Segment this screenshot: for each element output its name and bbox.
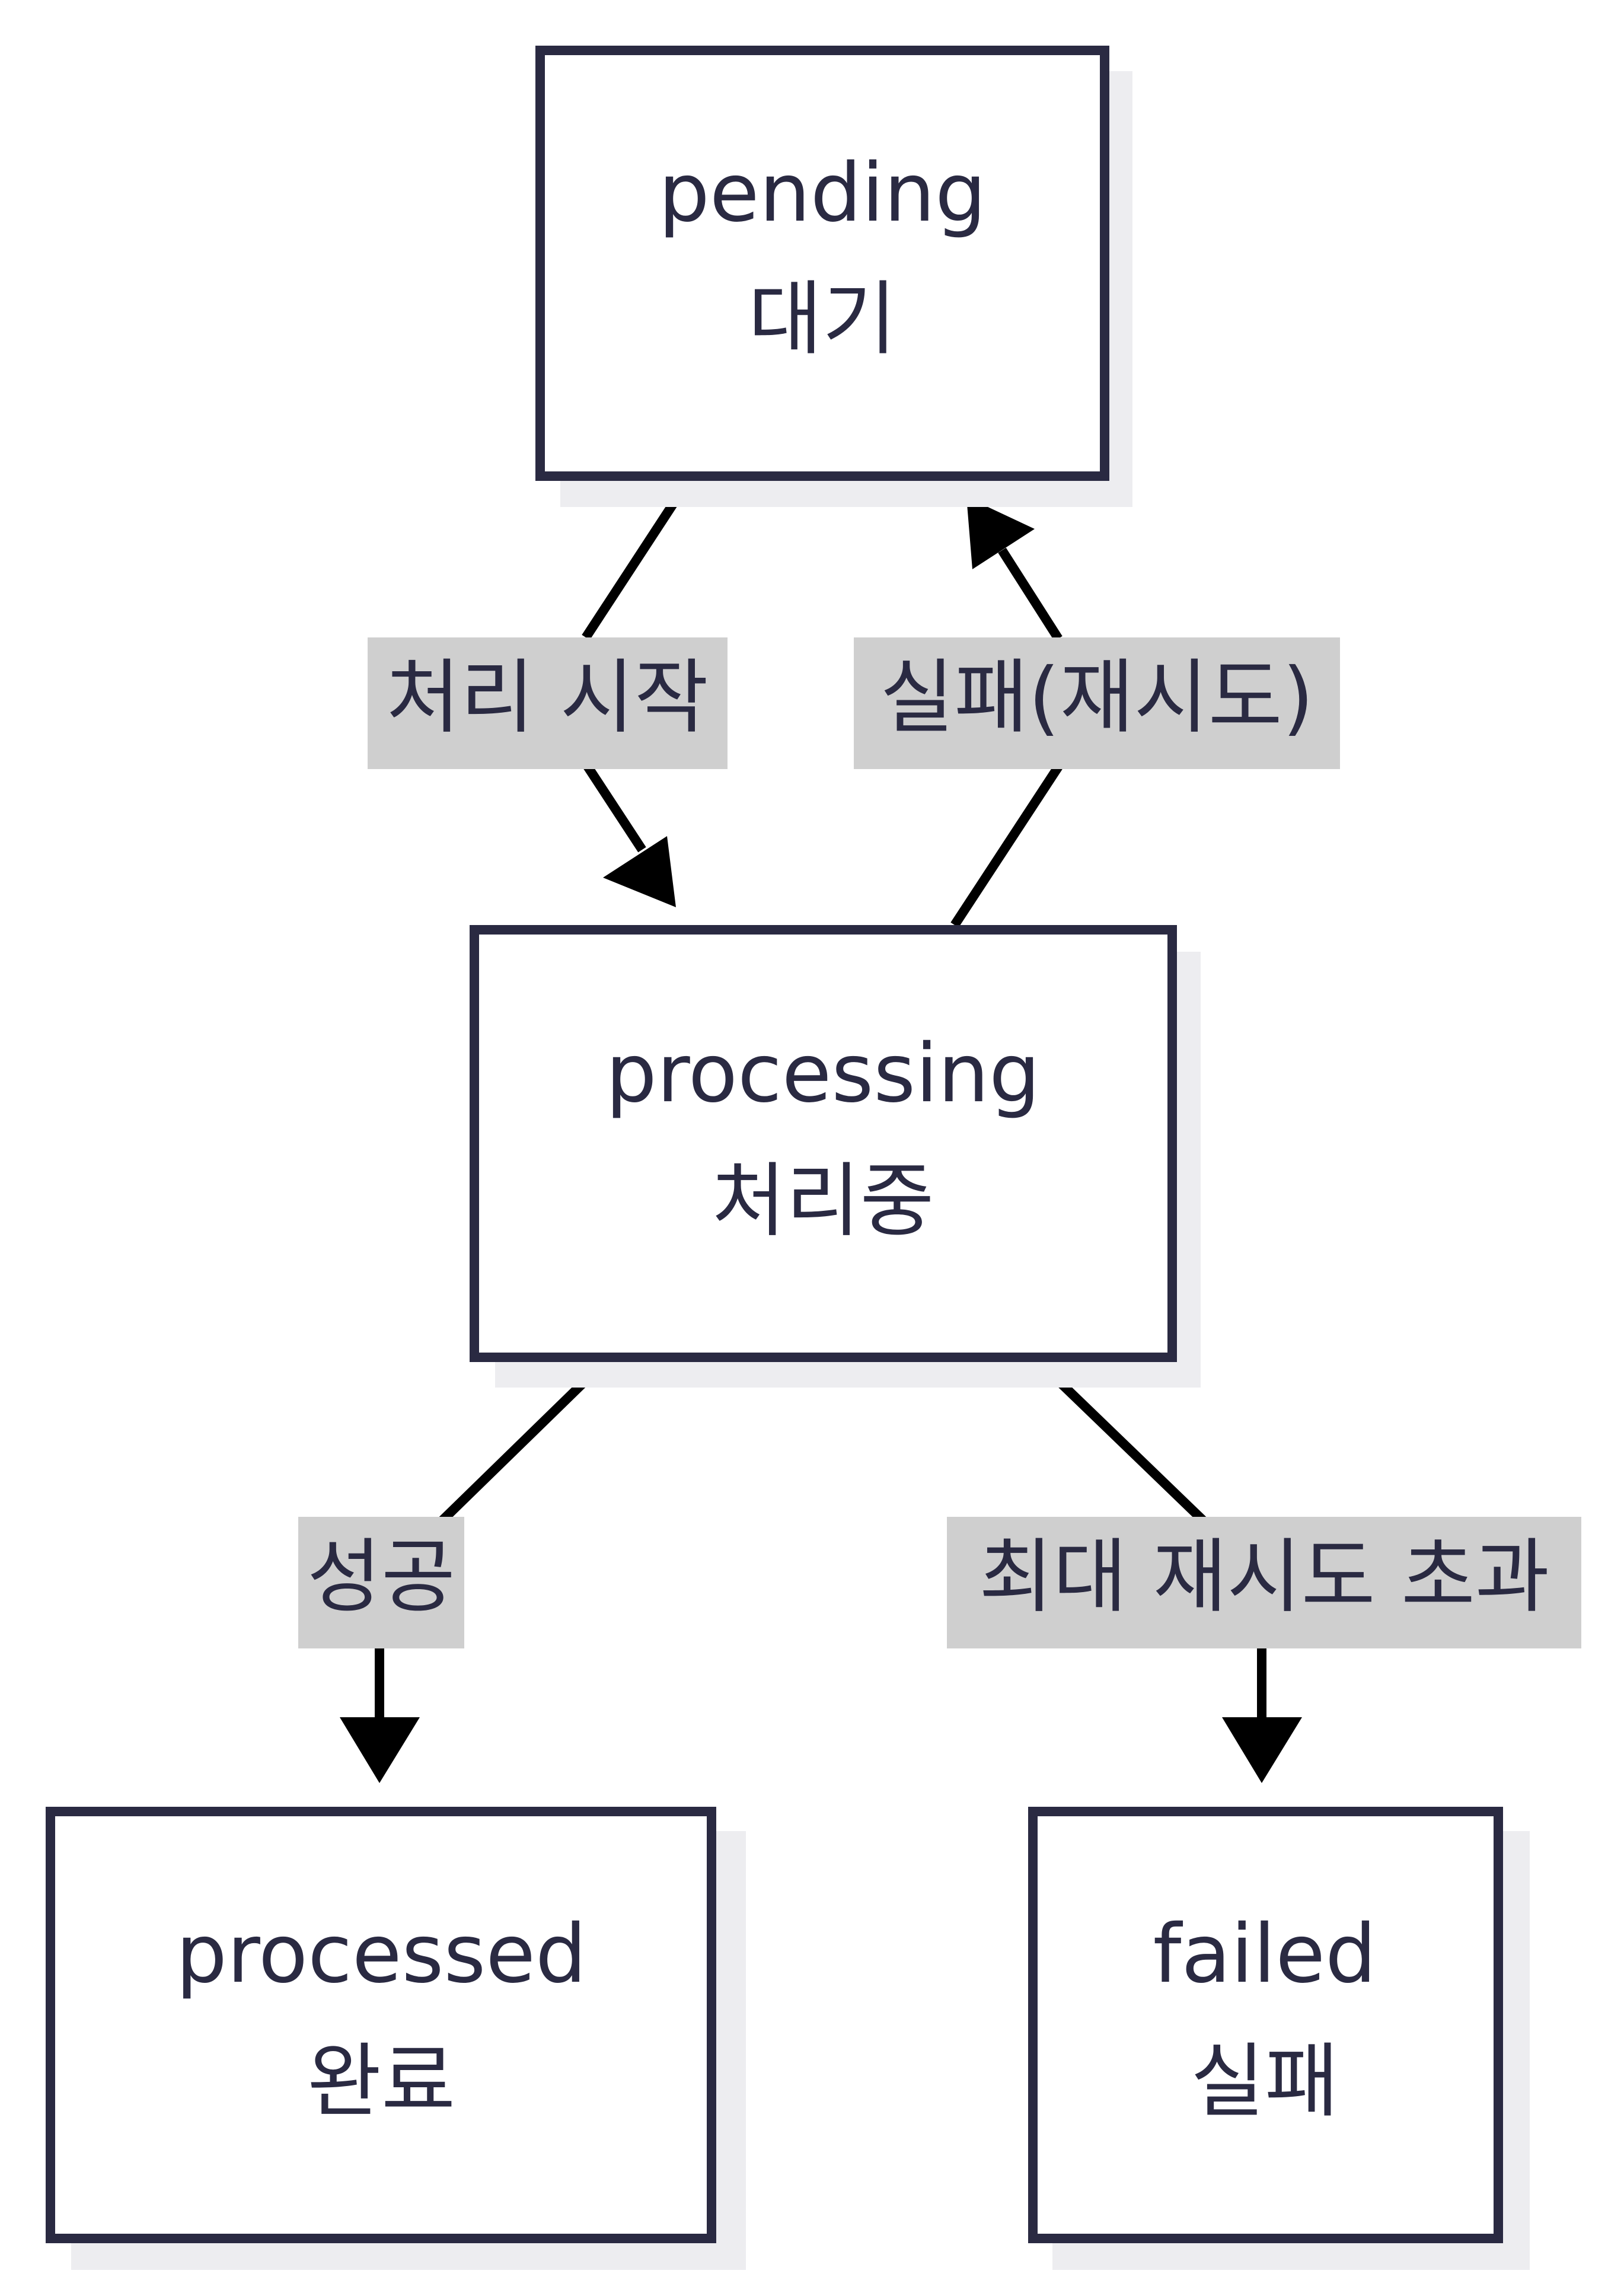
state-node-failed: failed 실패	[1028, 1807, 1530, 2270]
node-label-korean: 대기	[748, 273, 896, 366]
node-label-korean: 완료	[307, 2035, 455, 2129]
edge-label-text: 최대 재시도 초과	[979, 1530, 1549, 1624]
state-node-processing: processing 처리중	[470, 925, 1201, 1388]
edge-label-text: 처리 시작	[386, 651, 709, 745]
node-box	[470, 925, 1177, 1362]
edge-line	[582, 761, 646, 853]
edge-label-background	[947, 1517, 1581, 1648]
edge-label-background	[368, 637, 728, 769]
arrowhead	[340, 1717, 420, 1783]
state-node-processed: processed 완료	[46, 1807, 746, 2270]
arrowhead	[966, 497, 1035, 569]
edge-line	[998, 547, 1063, 642]
edge-label-max-retry: 최대 재시도 초과	[947, 1517, 1581, 1648]
state-node-pending: pending 대기	[535, 46, 1132, 507]
edge-label-text: 성공	[307, 1530, 455, 1624]
node-label-english: pending	[659, 146, 987, 240]
edge-line	[582, 479, 692, 640]
node-box	[535, 46, 1109, 481]
edge-processing-to-pending	[950, 497, 1063, 928]
node-box	[46, 1807, 716, 2243]
edge-line	[950, 764, 1063, 928]
edge-label-start: 처리 시작	[368, 637, 728, 769]
node-label-korean: 처리중	[712, 1155, 934, 1248]
node-label-korean: 실패	[1191, 2035, 1339, 2129]
edge-label-text: 실패(재시도)	[880, 651, 1314, 745]
edge-pending-to-processing	[582, 479, 692, 907]
arrowhead	[603, 836, 676, 907]
edge-label-background	[854, 637, 1340, 769]
node-box	[1028, 1807, 1503, 2243]
node-label-english: processed	[176, 1908, 587, 2001]
edge-label-background	[298, 1517, 464, 1648]
node-label-english: processing	[606, 1027, 1041, 1121]
edge-label-success: 성공	[298, 1517, 464, 1648]
arrowhead	[1222, 1717, 1302, 1783]
edge-label-retry: 실패(재시도)	[854, 637, 1340, 769]
node-label-english: failed	[1153, 1908, 1377, 2001]
